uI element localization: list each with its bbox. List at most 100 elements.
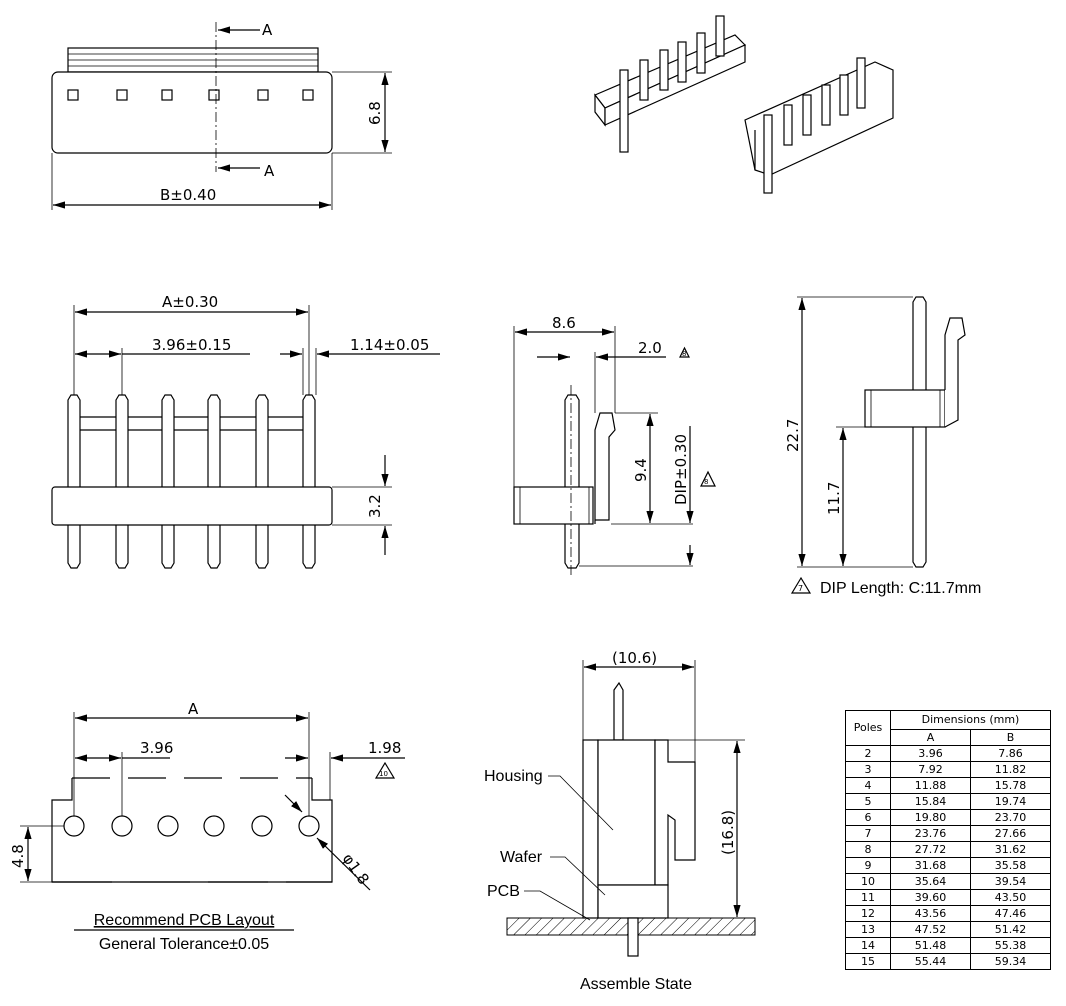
offset-note: 8: [682, 350, 686, 358]
cell-a: 47.52: [890, 921, 971, 938]
cell-b: 27.66: [970, 825, 1051, 842]
cell-poles: 2: [845, 745, 891, 762]
right-dip-dim: 11.7: [825, 482, 843, 515]
total-length-dim: 22.7: [784, 419, 802, 452]
cell-b: 59.34: [970, 953, 1051, 970]
cell-a: 35.64: [890, 873, 971, 890]
top-view: A A 6.8 B±0.40: [51, 21, 392, 210]
pcb-hole: [251, 815, 273, 837]
assemble-width-dim: (10.6): [612, 649, 657, 667]
cell-poles: 6: [845, 809, 891, 826]
pin: [67, 394, 81, 569]
cell-a: 27.72: [890, 841, 971, 858]
pcb-layout-title: Recommend PCB Layout: [94, 912, 275, 929]
cell-poles: 8: [845, 841, 891, 858]
pin: [115, 394, 129, 569]
pcb-height-dim: 4.8: [9, 844, 27, 868]
isometric-view: [594, 15, 894, 194]
pin: [255, 394, 269, 569]
assemble-height-dim: (16.8): [719, 810, 737, 855]
cell-b: 43.50: [970, 889, 1051, 906]
pin-squares: [67, 89, 314, 101]
side-height-dim: 9.4: [632, 458, 650, 482]
front-height-dim: 3.2: [366, 494, 384, 518]
dip-length-note: DIP Length: C:11.7mm: [820, 580, 981, 597]
poles-header: Poles: [845, 710, 891, 746]
cell-a: 7.92: [890, 761, 971, 778]
offset-dim: 2.0: [638, 339, 662, 357]
edge-note: 10: [379, 770, 388, 778]
wafer-label: Wafer: [500, 849, 543, 866]
cell-b: 31.62: [970, 841, 1051, 858]
cell-poles: 9: [845, 857, 891, 874]
pcb-hole: [63, 815, 85, 837]
note-symbol: 7: [798, 584, 803, 593]
pcb-label: PCB: [487, 883, 520, 900]
front-view: A±0.30 3.96±0.15 1.14±0.05 3.2: [51, 293, 440, 569]
pin-width-dim: 1.14±0.05: [350, 336, 429, 354]
cell-a: 15.84: [890, 793, 971, 810]
cell-b: 47.46: [970, 905, 1051, 922]
housing-label: Housing: [484, 768, 543, 785]
cell-a: 55.44: [890, 953, 971, 970]
cell-b: 55.38: [970, 937, 1051, 954]
cell-b: 23.70: [970, 809, 1051, 826]
right-view: 22.7 11.7 7 DIP Length: C:11.7mm: [784, 296, 981, 597]
cell-b: 11.82: [970, 761, 1051, 778]
cell-poles: 3: [845, 761, 891, 778]
cell-b: 39.54: [970, 873, 1051, 890]
pcb-pitch-dim: 3.96: [140, 739, 173, 757]
col-a-header: A: [890, 729, 971, 746]
depth-dim: 8.6: [552, 314, 576, 332]
cell-a: 11.88: [890, 777, 971, 794]
assemble-title: Assemble State: [580, 976, 692, 993]
cell-a: 31.68: [890, 857, 971, 874]
pin: [161, 394, 175, 569]
cell-poles: 7: [845, 825, 891, 842]
pitch-dim: 3.96±0.15: [152, 336, 231, 354]
section-label-top: A: [262, 21, 273, 39]
cell-poles: 12: [845, 905, 891, 922]
cell-a: 23.76: [890, 825, 971, 842]
edge-dim: 1.98: [368, 739, 401, 757]
side-view: 8.6 2.0 8 9.4 DIP±0.30 8: [513, 314, 716, 575]
cell-a: 51.48: [890, 937, 971, 954]
dimensions-header: Dimensions (mm): [890, 710, 1051, 730]
cell-b: 15.78: [970, 777, 1051, 794]
pcb-hole: [298, 815, 320, 837]
cell-a: 19.80: [890, 809, 971, 826]
cell-b: 51.42: [970, 921, 1051, 938]
pcb-hole: [203, 815, 225, 837]
cell-poles: 5: [845, 793, 891, 810]
cell-a: 39.60: [890, 889, 971, 906]
pcb-hole: [111, 815, 133, 837]
tolerance-note: General Tolerance±0.05: [99, 936, 269, 953]
cell-b: 35.58: [970, 857, 1051, 874]
cell-poles: 4: [845, 777, 891, 794]
height-dim: 6.8: [366, 101, 384, 125]
dip-dim: DIP±0.30: [672, 434, 690, 505]
col-b-header: B: [970, 729, 1051, 746]
dip-note: 8: [704, 478, 708, 486]
pin: [207, 394, 221, 569]
cell-poles: 13: [845, 921, 891, 938]
assemble-view: (10.6) (16.8) Housing Wafer PCB Assemble…: [484, 649, 756, 993]
hole-dim: φ1.8: [339, 850, 373, 888]
width-dim: B±0.40: [160, 186, 216, 204]
pcb-layout: A 3.96 1.98 10 4.8 φ1.8 Recommend PCB La…: [9, 700, 405, 953]
